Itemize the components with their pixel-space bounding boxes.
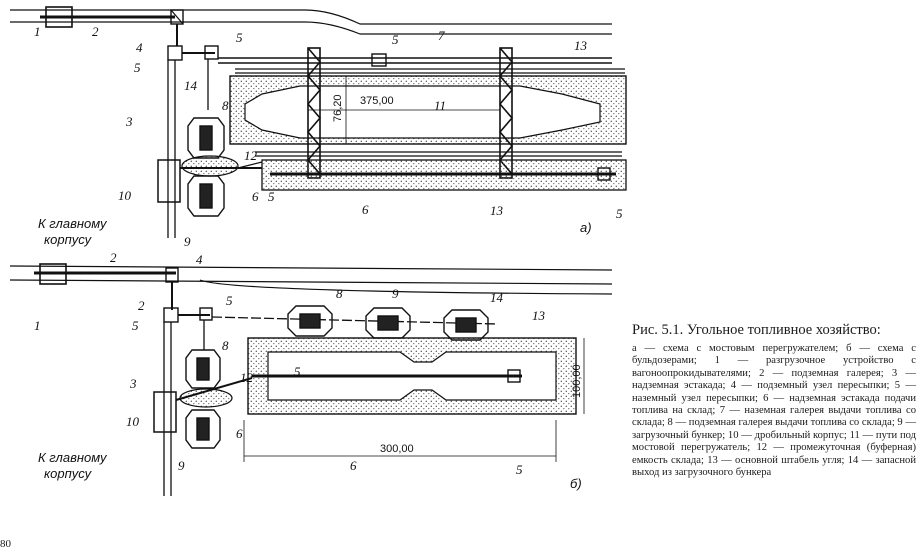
dim-length-a: 375,00 xyxy=(360,95,394,107)
callout-6: 6 xyxy=(252,189,259,204)
callout-10: 10 xyxy=(126,414,140,429)
side-label-line2-b: корпусу xyxy=(44,466,93,481)
subfigure-label-b: б) xyxy=(570,476,582,491)
subfigure-label-a: а) xyxy=(580,220,592,235)
bunker-upper-a xyxy=(187,117,225,159)
callout-4: 4 xyxy=(136,40,143,55)
callout-3: 3 xyxy=(129,376,137,391)
page-number: 80 xyxy=(0,538,11,550)
callout-6: 6 xyxy=(350,458,357,473)
callout-10: 10 xyxy=(118,188,132,203)
crusher-a xyxy=(157,159,181,203)
callout-11: 11 xyxy=(434,98,446,113)
callout-12: 12 xyxy=(240,370,254,385)
side-label-line1-b: К главному xyxy=(38,450,108,465)
callout-14: 14 xyxy=(490,290,504,305)
callout-13: 13 xyxy=(532,308,546,323)
bunker-upper-b xyxy=(185,349,221,389)
callout-5: 5 xyxy=(226,293,233,308)
callout-8: 8 xyxy=(222,98,229,113)
callout-13: 13 xyxy=(490,203,504,218)
rail-track-a xyxy=(10,9,612,35)
caption-legend: а — схема с мостовым перегружателем; б —… xyxy=(632,343,916,479)
callout-13: 13 xyxy=(574,38,588,53)
callout-5: 5 xyxy=(134,60,141,75)
callout-12: 12 xyxy=(244,148,258,163)
dim-width-b: 100,00 xyxy=(571,364,583,398)
underground-node-b xyxy=(165,267,179,283)
callout-7: 7 xyxy=(438,28,445,43)
callout-5: 5 xyxy=(516,462,523,477)
callout-5: 5 xyxy=(392,32,399,47)
side-label-line1-a: К главному xyxy=(38,216,108,231)
bunker-1-b xyxy=(287,305,333,337)
rail-track-b xyxy=(9,265,613,295)
callout-2: 2 xyxy=(92,24,99,39)
callout-9: 9 xyxy=(392,286,399,301)
callout-1: 1 xyxy=(34,318,41,333)
callout-8: 8 xyxy=(336,286,343,301)
callouts-a: 1 2 4 5 5 5 5 5 6 6 7 8 9 10 11 12 13 13… xyxy=(34,24,623,249)
figure-caption: Рис. 5.1. Угольное топливное хозяйство: … xyxy=(632,322,916,479)
crusher-b xyxy=(153,391,177,433)
callout-2: 2 xyxy=(138,298,145,313)
bunker-2-b xyxy=(365,307,411,339)
callout-14: 14 xyxy=(184,78,198,93)
dim-length-b: 300,00 xyxy=(380,443,414,455)
scheme-a xyxy=(10,6,627,238)
callout-8: 8 xyxy=(222,338,229,353)
callout-6: 6 xyxy=(236,426,243,441)
callout-5: 5 xyxy=(268,189,275,204)
side-label-line2-a: корпусу xyxy=(44,232,93,247)
callout-5: 5 xyxy=(294,364,301,379)
caption-title: Рис. 5.1. Угольное топливное хозяйство: xyxy=(632,322,881,338)
callout-2: 2 xyxy=(110,250,117,265)
callout-5: 5 xyxy=(616,206,623,221)
bunker-lower-b xyxy=(185,409,221,449)
callout-6: 6 xyxy=(362,202,369,217)
callout-5: 5 xyxy=(236,30,243,45)
callout-3: 3 xyxy=(125,114,133,129)
callout-9: 9 xyxy=(178,458,185,473)
callout-1: 1 xyxy=(34,24,41,39)
callout-4: 4 xyxy=(196,252,203,267)
bunker-3-b xyxy=(443,309,489,341)
bunker-lower-a xyxy=(187,175,225,217)
dim-width-a: 76,20 xyxy=(332,94,344,122)
scheme-b xyxy=(9,263,613,496)
callouts-b: 1 2 2 4 5 5 5 5 6 6 8 8 9 9 10 12 13 14 … xyxy=(34,250,583,491)
callout-5: 5 xyxy=(132,318,139,333)
callout-9: 9 xyxy=(184,234,191,249)
